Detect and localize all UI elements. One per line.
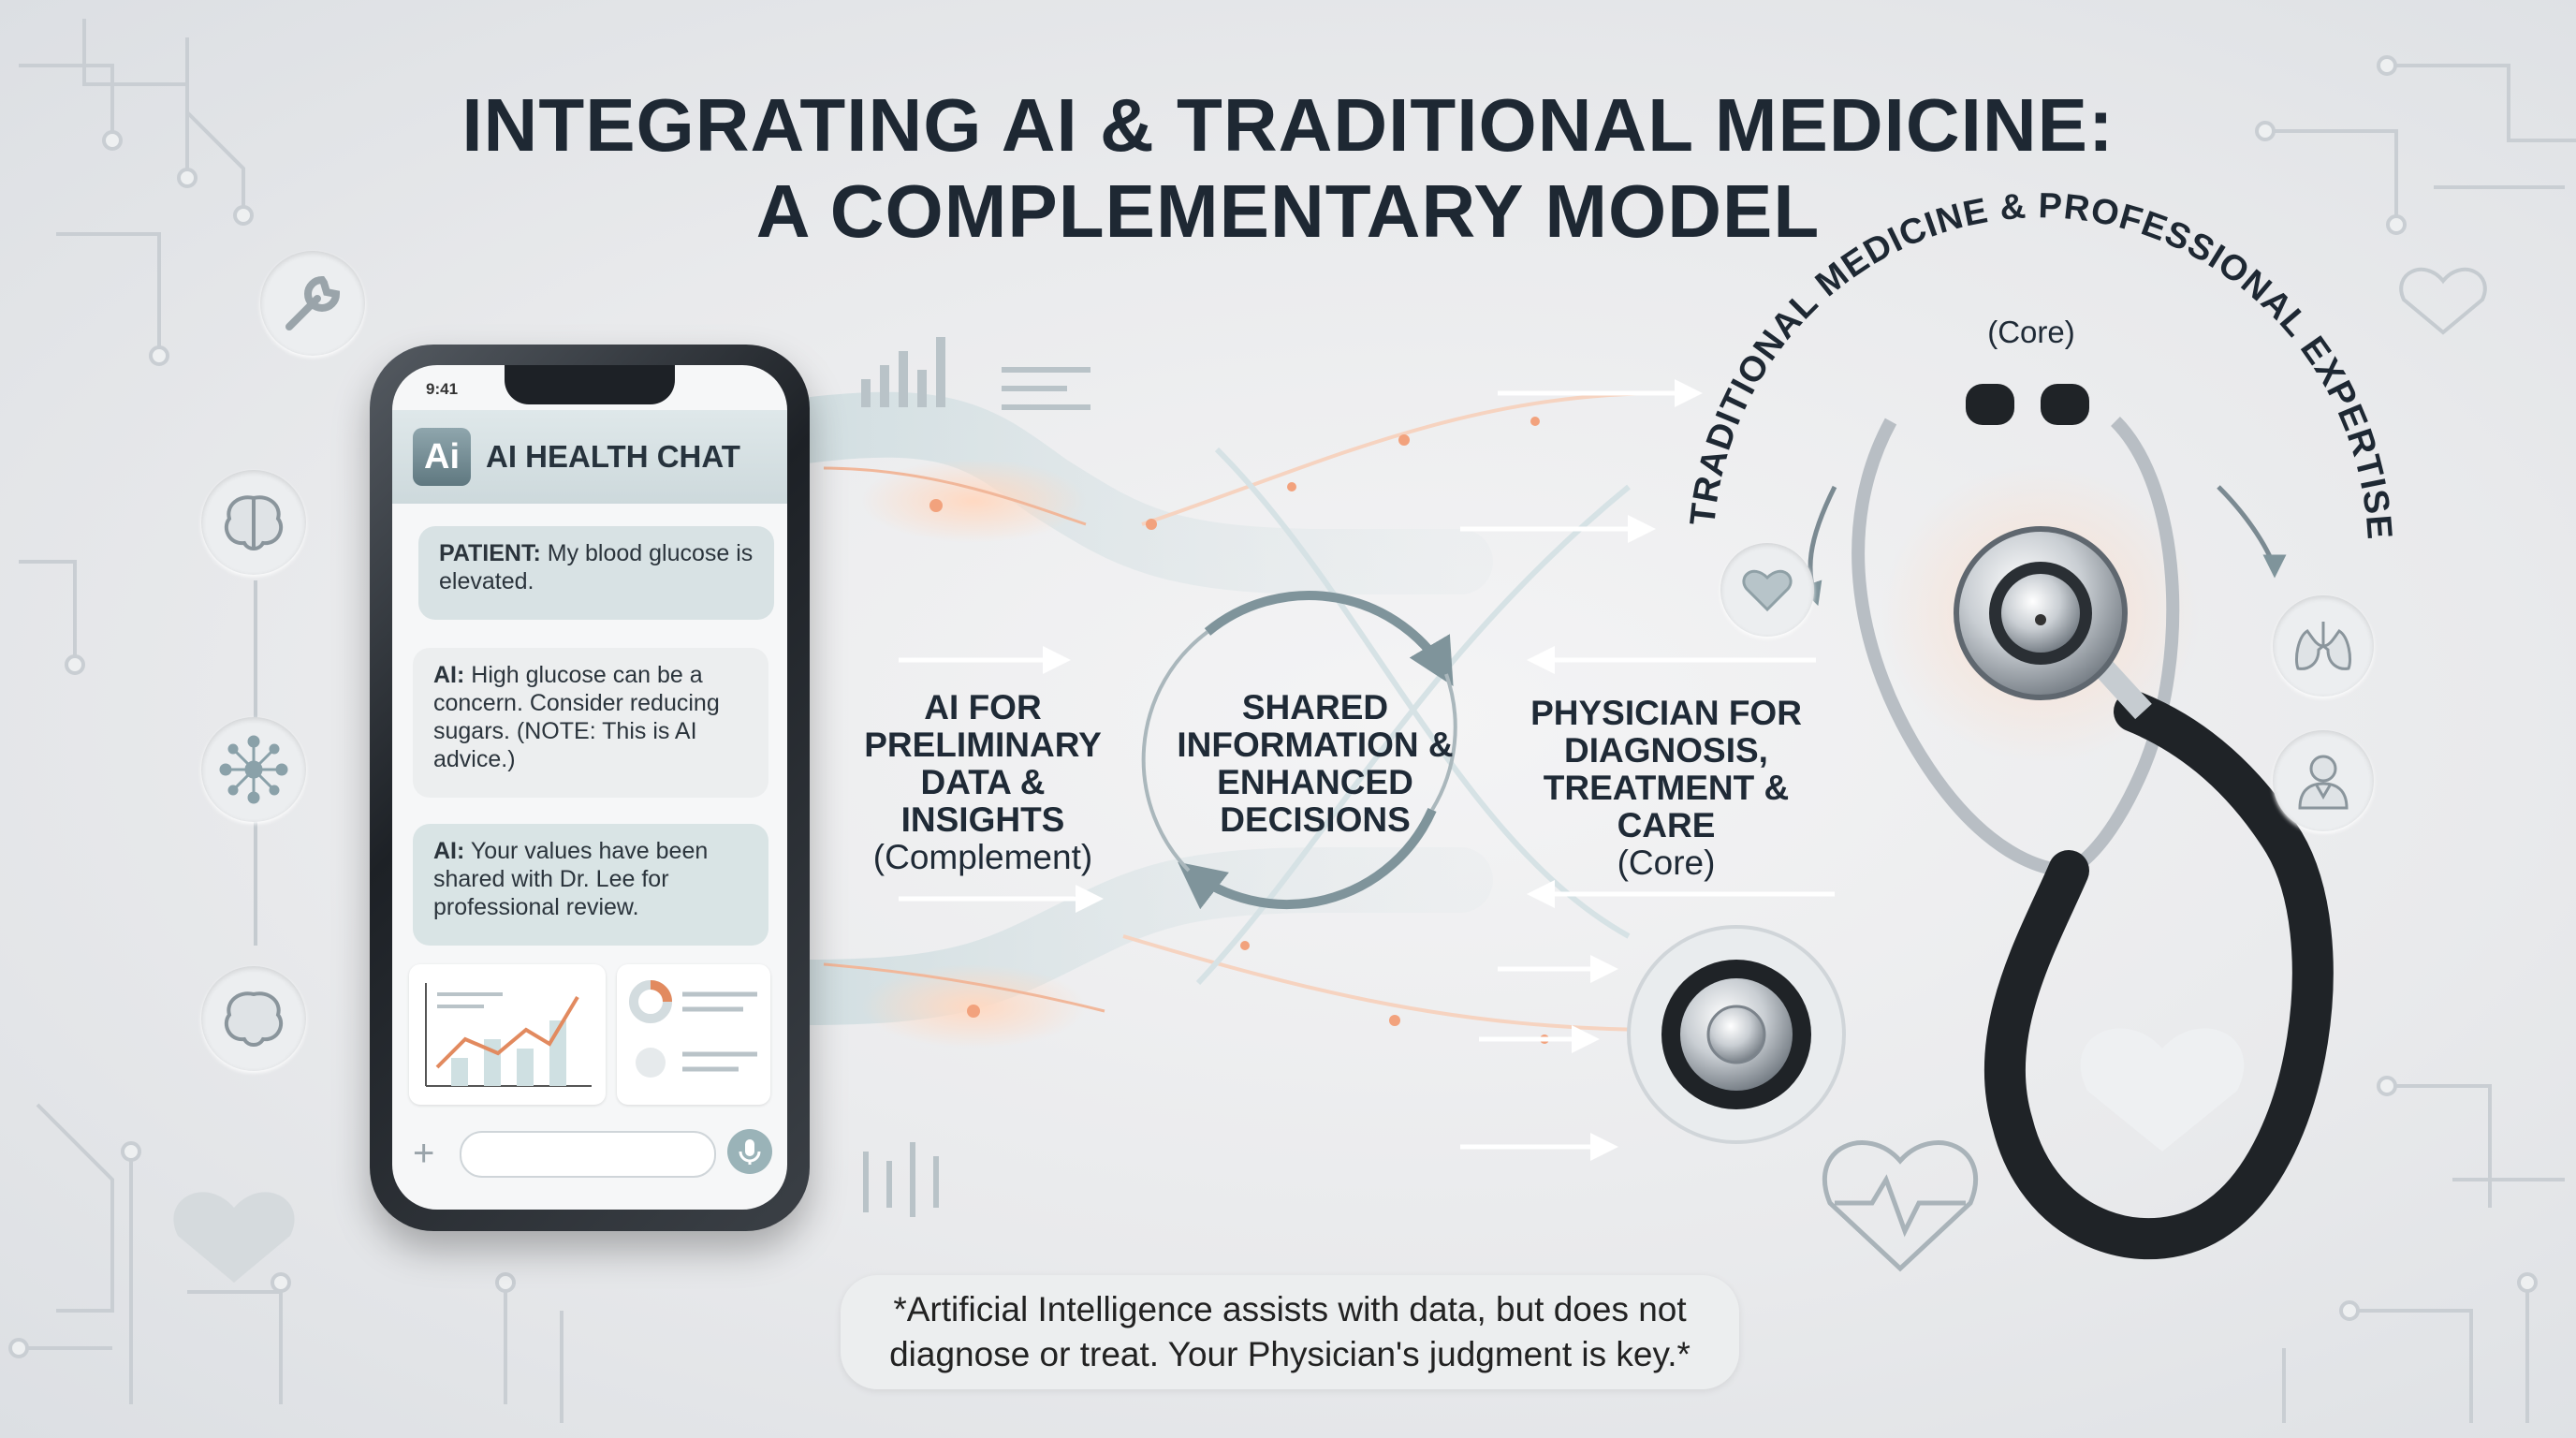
ai-complement-label: AI FOR PRELIMINARY DATA & INSIGHTS (Comp… (847, 689, 1119, 876)
list-icon (1002, 367, 1090, 410)
disclaimer-line-2: diagnose or treat. Your Physician's judg… (889, 1335, 1690, 1373)
chat-input-bar: + (405, 1125, 776, 1183)
summary-card[interactable] (617, 964, 770, 1105)
circuit-traces-right (2275, 64, 2576, 1423)
ai-complement-title: AI FOR PRELIMINARY DATA & INSIGHTS (864, 688, 1102, 839)
chat-title: AI HEALTH CHAT (486, 439, 740, 474)
heart-icon (2080, 1028, 2245, 1152)
lungs-icon (2273, 595, 2374, 697)
title-line-1: INTEGRATING AI & TRADITIONAL MEDICINE: (461, 83, 2115, 167)
ai-logo: Ai (413, 428, 471, 486)
title-line-2: A COMPLEMENTARY MODEL (755, 169, 1821, 253)
microphone-icon[interactable] (727, 1129, 772, 1174)
trend-chart-card[interactable] (409, 964, 606, 1105)
heart-outline-icon (2399, 267, 2487, 335)
neural-network-icon (201, 717, 306, 822)
chat-message: AI: High glucose can be a concern. Consi… (413, 648, 768, 798)
message-speaker: PATIENT: (439, 540, 541, 566)
bar-chart-icon (861, 337, 945, 407)
physician-core-title: PHYSICIAN FOR DIAGNOSIS, TREATMENT & CAR… (1530, 694, 1802, 844)
phone-notch (505, 365, 675, 404)
disclaimer-line-1: *Artificial Intelligence assists with da… (893, 1290, 1687, 1328)
status-time: 9:41 (426, 380, 459, 398)
heart-icon (1720, 543, 1814, 637)
message-input[interactable] (460, 1131, 716, 1178)
message-text: Your values have been shared with Dr. Le… (433, 838, 709, 920)
message-speaker: AI: (433, 662, 465, 688)
heart-icon (173, 1192, 295, 1283)
cycle-arrows (1141, 591, 1457, 910)
shared-information-label: SHARED INFORMATION & ENHANCED DECISIONS (1177, 688, 1454, 839)
disclaimer-box: *Artificial Intelligence assists with da… (841, 1275, 1739, 1389)
equalizer-icon (863, 1142, 939, 1217)
ai-complement-sub: (Complement) (872, 838, 1093, 876)
donut-chart-icon (629, 980, 757, 1078)
brain-icon (201, 470, 306, 575)
chat-message: AI: Your values have been shared with Dr… (413, 824, 768, 946)
data-streams (772, 391, 1667, 1049)
message-text: My blood glucose is elevated. (439, 540, 754, 594)
circuit-traces-left (19, 19, 564, 1423)
add-icon[interactable]: + (413, 1133, 435, 1174)
phone-screen: 9:41 Ai AI HEALTH CHAT PATIENT: My blood… (392, 365, 787, 1210)
wrench-icon (260, 251, 365, 356)
doctor-icon (2273, 730, 2374, 831)
message-text: High glucose can be a concern. Consider … (433, 662, 720, 772)
page-title: INTEGRATING AI & TRADITIONAL MEDICINE: A… (0, 86, 2576, 251)
heartbeat-icon (1822, 1140, 1979, 1272)
arc-sub-label: (Core) (1987, 315, 2075, 349)
smartphone: 9:41 Ai AI HEALTH CHAT PATIENT: My blood… (370, 345, 810, 1231)
message-speaker: AI: (433, 838, 465, 864)
brain-icon (201, 966, 306, 1071)
physician-core-label: PHYSICIAN FOR DIAGNOSIS, TREATMENT & CAR… (1498, 695, 1835, 882)
physician-core-sub: (Core) (1617, 844, 1716, 882)
stethoscope-illustration (1627, 384, 2334, 1260)
chat-header: Ai AI HEALTH CHAT (392, 410, 787, 504)
chat-message: PATIENT: My blood glucose is elevated. (418, 526, 774, 620)
glow-dots (929, 417, 1549, 1044)
flow-arrows (899, 379, 1835, 1161)
line-chart-icon (425, 983, 592, 1087)
